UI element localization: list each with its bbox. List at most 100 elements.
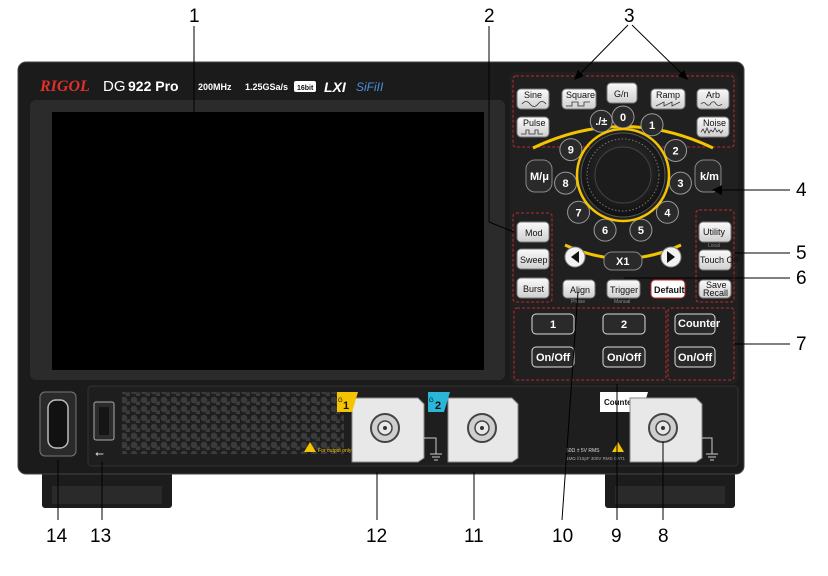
trigger-key[interactable]: Trigger	[606, 279, 641, 299]
arb-key[interactable]: Arb	[696, 88, 730, 110]
warning-icon	[304, 442, 316, 452]
callout-12: 12	[366, 526, 387, 547]
counter-on-off-key[interactable]: On/Off	[674, 346, 716, 368]
num-key-label: 5	[638, 225, 644, 237]
rotary-knob-center	[594, 146, 652, 204]
svg-text:Sine: Sine	[524, 90, 542, 100]
touch-screen[interactable]	[52, 112, 484, 370]
ch2-output-connector[interactable]	[447, 397, 519, 463]
num-key-2[interactable]: 2	[664, 138, 688, 162]
counter-key[interactable]: Counter	[674, 313, 721, 335]
default-key[interactable]: Default	[650, 279, 686, 299]
ch2-select-key[interactable]: 2	[602, 313, 646, 335]
function-key-group	[512, 212, 553, 303]
svg-text:Square: Square	[566, 90, 595, 100]
x1-key[interactable]: X1	[603, 251, 643, 271]
ramp-key[interactable]: Ramp	[650, 88, 686, 110]
num-key-label: ./±	[595, 116, 607, 128]
svg-text:1: 1	[550, 319, 556, 331]
svg-text:Counter: Counter	[678, 318, 721, 330]
callout-11: 11	[464, 526, 484, 547]
left-function-keys: Mod Sweep Burst	[516, 221, 550, 299]
vent-grille	[122, 392, 344, 454]
num-key-label: 9	[568, 145, 574, 157]
gn-key[interactable]: G/n	[606, 82, 638, 104]
noise-key[interactable]: Noise	[696, 116, 730, 138]
brand-logo: RIGOL	[39, 78, 90, 95]
ch1-tag-g: G	[338, 398, 343, 404]
arrow-right-button[interactable]	[660, 246, 682, 268]
utility-key[interactable]: Utility	[698, 221, 732, 243]
pulse-key[interactable]: Pulse	[516, 116, 550, 138]
callout-line-3b	[631, 24, 685, 77]
num-key-8[interactable]: 8	[554, 171, 578, 195]
square-key[interactable]: Square	[561, 88, 597, 110]
num-key-label: 2	[673, 145, 679, 157]
svg-text:Save: Save	[706, 280, 727, 290]
counter-spec-line-2: 1MΩ //15pF 300V RMS CAT1	[566, 456, 626, 461]
km-key[interactable]: k/m	[694, 159, 722, 193]
mod-key[interactable]: Mod	[516, 221, 550, 243]
svg-text:On/Off: On/Off	[607, 352, 642, 364]
numeric-keypad: ./± 012 3 4 5 6 7 8 9 M/μ k/m X1	[525, 105, 722, 271]
rotary-knob-grip	[586, 138, 660, 212]
ch1-select-key[interactable]: 1	[531, 313, 575, 335]
square-wave-icon	[566, 101, 590, 107]
num-key-label: 4	[664, 207, 671, 219]
num-key-7[interactable]: 7	[567, 200, 591, 224]
counter-input-connector[interactable]	[629, 397, 703, 463]
channel-keys: 1 On/Off 2 On/Off Counter On/Off	[531, 313, 721, 368]
svg-text:X1: X1	[616, 256, 629, 268]
usb-icon: ⭠	[95, 447, 104, 460]
callout-1: 1	[189, 6, 200, 27]
burst-key[interactable]: Burst	[516, 277, 550, 299]
local-sublabel: Local	[708, 243, 720, 249]
num-key-3[interactable]: 3	[668, 171, 692, 195]
bandwidth-label: 200MHz	[198, 82, 232, 92]
bit-badge	[294, 81, 316, 92]
arrow-left-button[interactable]	[564, 246, 586, 268]
ground-symbol	[424, 437, 442, 461]
callout-4: 4	[796, 180, 807, 201]
num-key-0[interactable]: 0	[611, 105, 635, 129]
callout-arrow-3b	[678, 70, 688, 80]
callout-9: 9	[611, 526, 622, 547]
num-key-5[interactable]: 5	[629, 218, 653, 242]
num-key-6[interactable]: 6	[593, 218, 617, 242]
num-key-9[interactable]: 9	[559, 138, 583, 162]
power-button[interactable]	[39, 391, 77, 457]
ch1-on-off-key[interactable]: On/Off	[531, 346, 575, 368]
sweep-key[interactable]: Sweep	[516, 248, 550, 270]
svg-text:Mod: Mod	[525, 228, 543, 238]
align-key[interactable]: Align	[562, 279, 596, 299]
rotary-knob-ring	[575, 127, 671, 223]
touch-off-key[interactable]: Touch Off	[698, 249, 739, 271]
num-key-4[interactable]: 4	[655, 200, 679, 224]
num-key-label: 7	[576, 207, 582, 219]
callout-line-10	[561, 291, 579, 521]
callout-line-2b	[488, 221, 515, 233]
ch2-on-off-key[interactable]: On/Off	[602, 346, 646, 368]
svg-text:k/m: k/m	[700, 171, 719, 183]
ch1-output-connector[interactable]	[351, 397, 425, 463]
sign-key[interactable]: ./±	[589, 109, 613, 133]
sine-key[interactable]: Sine	[516, 88, 550, 110]
num-key-shape	[629, 218, 653, 242]
ch2-tag-g: G	[429, 398, 434, 404]
callout-7: 7	[796, 334, 807, 355]
mu-key[interactable]: M/μ	[525, 159, 553, 193]
ch2-tag-num: 2	[435, 400, 441, 412]
svg-text:Touch Off: Touch Off	[700, 255, 739, 265]
save-recall-key[interactable]: Save Recall	[698, 279, 732, 299]
arb-wave-icon	[700, 101, 723, 106]
series-prefix: DG	[103, 78, 126, 95]
bit-badge-label: 16bit	[297, 85, 314, 92]
right-utility-keys: Utility Local Touch Off	[698, 221, 739, 271]
counter-spec-line-1: 50Ω ± 5V RMS	[566, 448, 600, 454]
ramp-wave-icon	[655, 101, 681, 107]
svg-text:Default: Default	[654, 285, 685, 295]
num-key-label: 6	[602, 225, 608, 237]
num-key-1[interactable]: 1	[640, 113, 664, 137]
usb-host-port[interactable]	[93, 401, 115, 441]
callout-14: 14	[46, 526, 68, 547]
